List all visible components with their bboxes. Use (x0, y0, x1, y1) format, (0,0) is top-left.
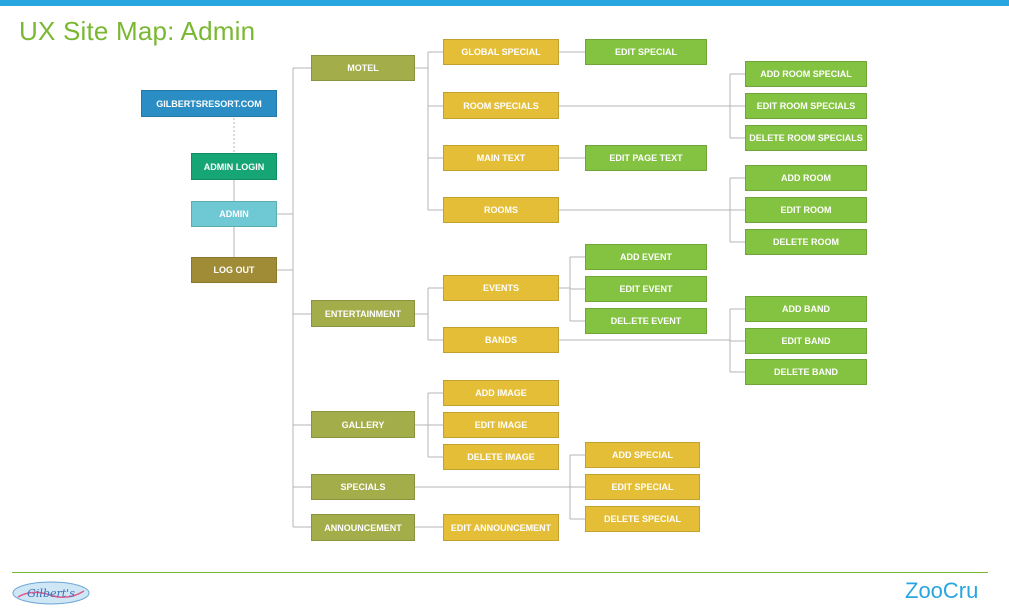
node-gallery: GALLERY (311, 411, 415, 438)
node-admin-login: ADMIN LOGIN (191, 153, 277, 180)
node-room-specials: ROOM SPECIALS (443, 92, 559, 119)
gilberts-logo (12, 581, 90, 605)
zoocru-brand: ZooCru (905, 578, 979, 603)
node-log-out: LOG OUT (191, 257, 277, 283)
node-specials: SPECIALS (311, 474, 415, 500)
node-events: EVENTS (443, 275, 559, 301)
node-global-special: GLOBAL SPECIAL (443, 39, 559, 65)
node-site: GILBERTSRESORT.COM (141, 90, 277, 117)
page-title: UX Site Map: Admin (19, 16, 256, 46)
node-edit-band: EDIT BAND (745, 328, 867, 354)
node-motel: MOTEL (311, 55, 415, 81)
node-edit-image: EDIT IMAGE (443, 412, 559, 438)
node-edit-special-global: EDIT SPECIAL (585, 39, 707, 65)
node-edit-page-text: EDIT PAGE TEXT (585, 145, 707, 171)
node-delete-event: DEL.ETE EVENT (585, 308, 707, 334)
node-delete-special: DELETE SPECIAL (585, 506, 700, 532)
node-add-event: ADD EVENT (585, 244, 707, 270)
top-accent-bar (0, 0, 1009, 6)
gilberts-logo-text: Gilbert's (27, 586, 75, 600)
node-add-room: ADD ROOM (745, 165, 867, 191)
node-edit-room: EDIT ROOM (745, 197, 867, 223)
node-add-band: ADD BAND (745, 296, 867, 322)
node-edit-event: EDIT EVENT (585, 276, 707, 302)
node-add-room-special: ADD ROOM SPECIAL (745, 61, 867, 87)
node-rooms: ROOMS (443, 197, 559, 223)
node-delete-room-specials: DELETE ROOM SPECIALS (745, 125, 867, 151)
node-edit-announcement: EDIT ANNOUNCEMENT (443, 514, 559, 541)
footer-divider (12, 572, 988, 573)
node-main-text: MAIN TEXT (443, 145, 559, 171)
node-entertainment: ENTERTAINMENT (311, 300, 415, 327)
node-admin: ADMIN (191, 201, 277, 227)
node-announcement: ANNOUNCEMENT (311, 514, 415, 541)
node-add-special: ADD SPECIAL (585, 442, 700, 468)
node-delete-band: DELETE BAND (745, 359, 867, 385)
node-add-image: ADD IMAGE (443, 380, 559, 406)
node-edit-room-specials: EDIT ROOM SPECIALS (745, 93, 867, 119)
node-delete-image: DELETE IMAGE (443, 444, 559, 470)
node-edit-special: EDIT SPECIAL (585, 474, 700, 500)
node-bands: BANDS (443, 327, 559, 353)
node-delete-room: DELETE ROOM (745, 229, 867, 255)
